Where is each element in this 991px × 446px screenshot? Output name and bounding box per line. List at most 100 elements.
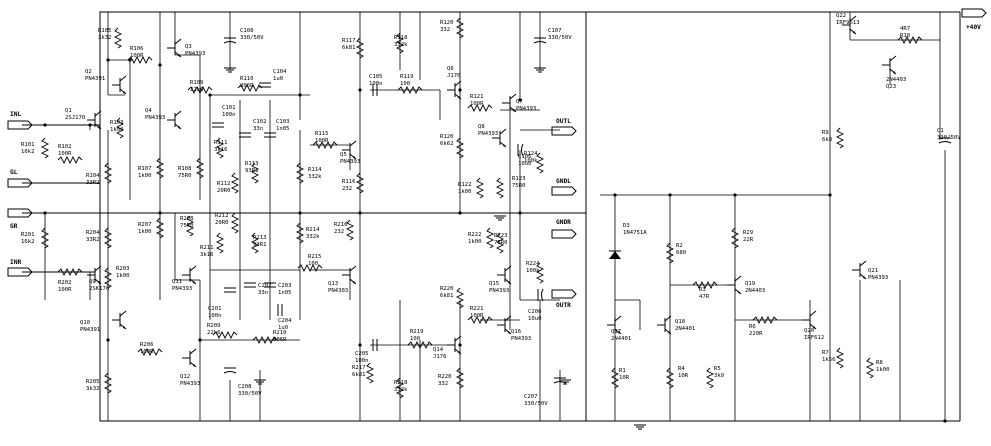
port-gndl[interactable]: GNDL (551, 178, 577, 196)
port-gr[interactable]: GR (7, 208, 33, 230)
port-outr[interactable]: OUTR (551, 289, 577, 309)
port-gl[interactable]: GL (7, 169, 33, 188)
port-outl[interactable]: OUTL (551, 118, 577, 136)
port-inl[interactable]: INL (7, 111, 33, 130)
port-inr[interactable]: INR (7, 259, 33, 277)
port-gndr[interactable]: GNDR (551, 219, 577, 239)
port-pwr[interactable]: +40V (961, 8, 987, 31)
